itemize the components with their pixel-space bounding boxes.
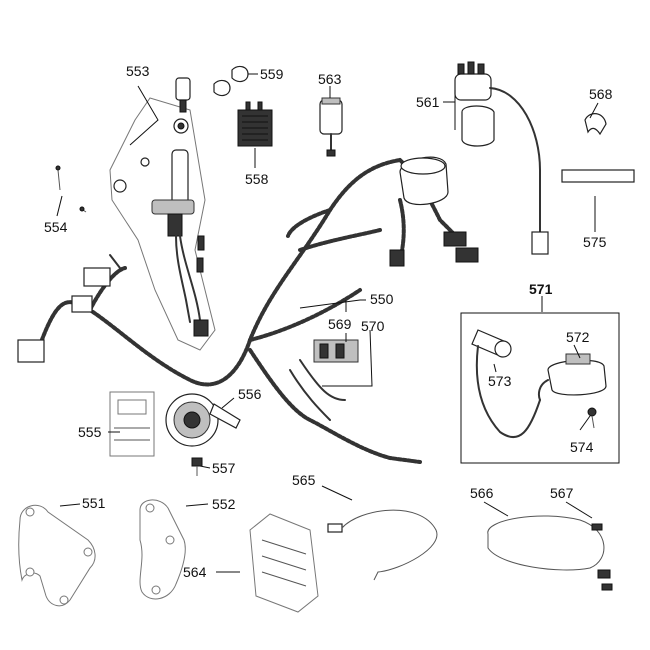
label-570: 570 [361, 318, 385, 334]
wire-567 [591, 523, 613, 591]
relay-569 [313, 339, 359, 363]
label-563: 563 [318, 71, 342, 87]
tape-575 [561, 169, 635, 183]
label-573: 573 [488, 373, 512, 389]
label-561: 561 [416, 94, 440, 110]
label-556: 556 [238, 386, 262, 402]
label-558: 558 [245, 171, 269, 187]
clip-559 [213, 65, 249, 97]
bracket-552 [139, 499, 186, 600]
screw-574 [587, 407, 597, 429]
wire-565 [327, 509, 438, 581]
ignition-switch-group [109, 77, 216, 351]
ignition-coil-frame [460, 312, 620, 464]
label-553: 553 [126, 63, 150, 79]
rectifier-564 [249, 513, 319, 613]
label-557: 557 [212, 460, 236, 476]
callout-labels: 553 559 563 561 568 558 554 575 571 550 … [44, 63, 613, 580]
screw-554-parts [55, 165, 87, 213]
label-569: 569 [328, 316, 352, 332]
label-559: 559 [260, 66, 284, 82]
leader-lines [56, 73, 599, 573]
bracket-551 [18, 504, 96, 607]
label-574: 574 [570, 439, 594, 455]
starter-relay-561 [454, 61, 549, 255]
spark-plug-cap-573 [471, 329, 541, 439]
label-565: 565 [292, 472, 316, 488]
bolt-557 [191, 457, 203, 476]
regulator-558 [237, 101, 273, 147]
harness-capacitor [399, 156, 449, 206]
cdi-unit-555 [109, 391, 155, 457]
label-572: 572 [566, 329, 590, 345]
label-552: 552 [212, 496, 236, 512]
clip-568 [584, 113, 607, 136]
cable-566 [487, 515, 605, 571]
label-568: 568 [589, 86, 613, 102]
label-550: 550 [370, 291, 394, 307]
main-wire-harness [17, 158, 479, 464]
label-551: 551 [82, 495, 106, 511]
label-554: 554 [44, 219, 68, 235]
relay-563 [319, 97, 343, 157]
label-564: 564 [183, 564, 207, 580]
label-566: 566 [470, 485, 494, 501]
label-567: 567 [550, 485, 574, 501]
label-555: 555 [78, 424, 102, 440]
label-571: 571 [529, 281, 553, 297]
label-575: 575 [583, 234, 607, 250]
horn-556 [165, 393, 241, 447]
ignition-coil-572 [538, 353, 607, 401]
